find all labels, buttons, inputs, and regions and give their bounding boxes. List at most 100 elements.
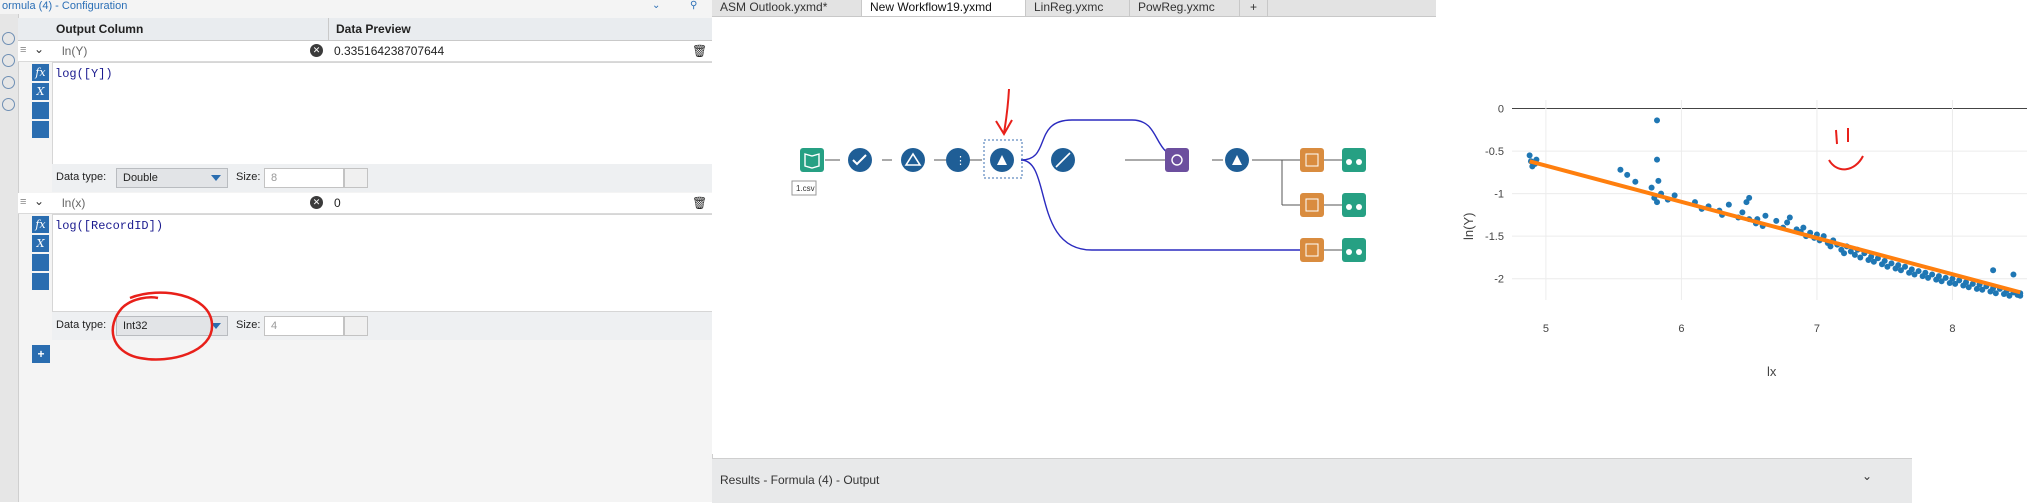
reporting-tool[interactable] (1300, 193, 1324, 217)
output-field-name[interactable]: ln(Y) (62, 44, 88, 58)
reporting-tool[interactable] (1300, 238, 1324, 262)
variable-icon[interactable]: X (32, 83, 49, 100)
expression-text: log([Y]) (55, 67, 113, 81)
join-tool[interactable] (1165, 148, 1189, 172)
dropdown-arrow-icon (211, 323, 221, 329)
size-spinner[interactable] (344, 168, 368, 188)
data-point (1725, 201, 1732, 208)
size-label: Size: (236, 319, 261, 331)
clear-field-icon[interactable]: ✕ (310, 44, 323, 57)
data-type-dropdown[interactable]: Int32 (116, 316, 228, 336)
data-point (1739, 209, 1746, 216)
workflow-diagram: 1.csv ⋮ (791, 88, 1366, 262)
configuration-panel: ormula (4) - Configuration ⌄ ⚲ Output Co… (0, 0, 714, 502)
data-point (1762, 212, 1769, 219)
add-formula-button[interactable]: + (32, 345, 50, 363)
size-input[interactable]: 4 (264, 316, 344, 336)
formula-row-header[interactable]: ≡ ⌄ ln(x) ✕ 0 🗑 (18, 193, 712, 214)
clear-field-icon[interactable]: ✕ (310, 196, 323, 209)
tag-icon[interactable] (2, 76, 15, 89)
formula-tool[interactable] (1225, 148, 1249, 172)
tab-asm-outlook[interactable]: ASM Outlook.yxmd* (712, 0, 862, 16)
reporting-tool[interactable] (1300, 148, 1324, 172)
grid (1512, 100, 2027, 300)
data-point (1925, 274, 1932, 281)
y-tick-label: -1 (1494, 189, 1504, 201)
data-type-value: Double (123, 172, 158, 184)
browse-tool[interactable] (1342, 238, 1366, 262)
save-icon[interactable] (32, 273, 49, 290)
data-point (1847, 248, 1854, 255)
data-point (1881, 257, 1888, 264)
collapse-chevron-icon[interactable]: ⌄ (652, 0, 661, 11)
data-point (1655, 177, 1662, 184)
linear-regression-tool[interactable] (1051, 148, 1075, 172)
y-axis-label: ln(Y) (1461, 213, 1476, 240)
expression-editor[interactable]: log([Y]) (52, 62, 714, 166)
browse-tool[interactable] (1342, 193, 1366, 217)
data-point (1949, 275, 1956, 282)
data-point (2017, 292, 2024, 299)
drag-handle-icon[interactable]: ≡ (20, 44, 27, 56)
size-input[interactable]: 8 (264, 168, 344, 188)
data-point (1654, 199, 1661, 206)
y-tick-label: -1.5 (1485, 231, 1504, 243)
variable-icon[interactable]: X (32, 235, 49, 252)
y-tick-label: -0.5 (1485, 146, 1504, 158)
help-icon[interactable] (2, 98, 15, 111)
data-point (1946, 279, 1953, 286)
expression-editor[interactable]: log([RecordID]) (52, 214, 714, 312)
data-point (1888, 260, 1895, 267)
data-point (1915, 268, 1922, 275)
data-preview-value: 0 (334, 196, 341, 210)
tab-powreg[interactable]: PowReg.yxmc (1130, 0, 1240, 16)
data-point (1935, 273, 1942, 280)
data-point (1671, 192, 1678, 199)
function-icon[interactable]: fx (32, 64, 49, 81)
data-point (1897, 267, 1904, 274)
data-type-dropdown[interactable]: Double (116, 168, 228, 188)
data-point (1929, 271, 1936, 278)
sample-tool[interactable] (901, 148, 925, 172)
formula-tool-selected[interactable] (983, 139, 1023, 179)
expand-chevron-icon[interactable]: ⌄ (34, 42, 45, 56)
formula-row-header[interactable]: ≡ ⌄ ln(Y) ✕ 0.335164238707644 🗑 (18, 41, 712, 62)
expand-chevron-icon[interactable]: ⌄ (34, 194, 45, 208)
delete-icon[interactable]: 🗑 (692, 44, 708, 58)
workflow-canvas[interactable]: 1.csv ⋮ (712, 17, 1436, 454)
data-point (1902, 263, 1909, 270)
data-point (1743, 199, 1750, 206)
fit-line (1529, 159, 2021, 295)
svg-text:⋮: ⋮ (955, 155, 966, 167)
results-collapse-icon[interactable]: ⌄ (1862, 469, 1873, 483)
tab-new-workflow19[interactable]: New Workflow19.yxmd (862, 0, 1026, 16)
data-point (1990, 267, 1997, 274)
data-point (1942, 274, 1949, 281)
input-data-tool[interactable] (800, 148, 824, 172)
data-point (1965, 284, 1972, 291)
output-field-name[interactable]: ln(x) (62, 196, 86, 210)
data-point (1851, 251, 1858, 258)
record-id-tool[interactable]: ⋮ (946, 148, 970, 172)
delete-icon[interactable]: 🗑 (692, 196, 708, 210)
pin-icon[interactable]: ⚲ (690, 0, 698, 11)
results-title: Results - Formula (4) - Output (720, 473, 880, 487)
data-point (1952, 280, 1959, 287)
save-icon[interactable] (32, 121, 49, 138)
expression-text: log([RecordID]) (55, 219, 164, 233)
function-icon[interactable]: fx (32, 216, 49, 233)
tab-linreg[interactable]: LinReg.yxmc (1026, 0, 1130, 16)
connection-icon[interactable] (2, 54, 15, 67)
settings-icon[interactable] (2, 32, 15, 45)
y-tick-label: 0 (1498, 104, 1504, 116)
select-tool[interactable] (848, 148, 872, 172)
new-tab-button[interactable]: + (1242, 0, 1268, 16)
browse-tool[interactable] (1342, 148, 1366, 172)
open-folder-icon[interactable] (32, 102, 49, 119)
data-point (1654, 156, 1661, 163)
x-tick-label: 7 (1814, 323, 1820, 335)
open-folder-icon[interactable] (32, 254, 49, 271)
size-spinner[interactable] (344, 316, 368, 336)
drag-handle-icon[interactable]: ≡ (20, 196, 27, 208)
y-tick-label: -2 (1494, 274, 1504, 286)
